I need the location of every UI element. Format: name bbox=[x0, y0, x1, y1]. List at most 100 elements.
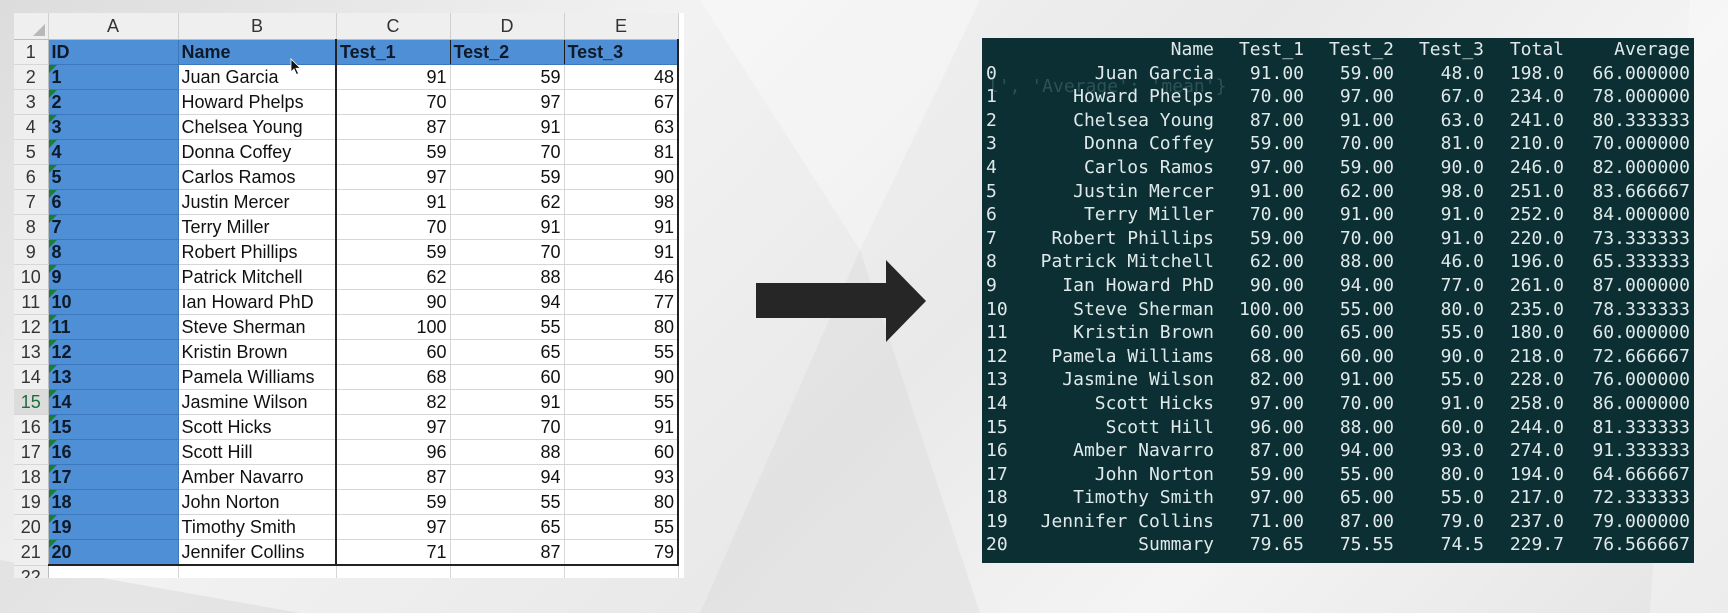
cell[interactable]: 62 bbox=[335, 264, 451, 290]
cell[interactable]: 82 bbox=[335, 389, 451, 415]
header-cell[interactable]: Name bbox=[178, 39, 337, 65]
cell[interactable]: 59 bbox=[450, 164, 565, 190]
cell[interactable]: 4 bbox=[48, 139, 179, 165]
row-number[interactable]: 4 bbox=[14, 114, 49, 140]
column-header-e[interactable]: E bbox=[564, 13, 679, 40]
cell[interactable]: Justin Mercer bbox=[178, 189, 337, 215]
cell[interactable]: 90 bbox=[335, 289, 451, 315]
cell[interactable]: 2 bbox=[48, 89, 179, 115]
cell[interactable]: 55 bbox=[564, 514, 679, 540]
cell[interactable]: Scott Hicks bbox=[178, 414, 337, 440]
cell[interactable]: 97 bbox=[335, 164, 451, 190]
cell[interactable]: Amber Navarro bbox=[178, 464, 337, 490]
cell[interactable]: 15 bbox=[48, 414, 179, 440]
cell[interactable]: 10 bbox=[48, 289, 179, 315]
cell[interactable]: 88 bbox=[450, 264, 565, 290]
cell[interactable]: 5 bbox=[48, 164, 179, 190]
cell[interactable]: Jennifer Collins bbox=[178, 539, 337, 566]
cell[interactable]: 12 bbox=[48, 339, 179, 365]
cell[interactable]: Terry Miller bbox=[178, 214, 337, 240]
cell[interactable]: 59 bbox=[335, 139, 451, 165]
cell[interactable]: Scott Hill bbox=[178, 439, 337, 465]
cell[interactable]: 70 bbox=[450, 139, 565, 165]
cell[interactable]: 91 bbox=[450, 114, 565, 140]
row-number[interactable]: 16 bbox=[14, 414, 49, 440]
cell[interactable]: Pamela Williams bbox=[178, 364, 337, 390]
cell[interactable]: 97 bbox=[335, 414, 451, 440]
cell[interactable]: Juan Garcia bbox=[178, 64, 337, 90]
row-number[interactable]: 6 bbox=[14, 164, 49, 190]
row-number[interactable]: 14 bbox=[14, 364, 49, 390]
cell[interactable]: 80 bbox=[564, 489, 679, 515]
cell[interactable]: 60 bbox=[450, 364, 565, 390]
cell[interactable]: 55 bbox=[564, 389, 679, 415]
header-cell[interactable]: Test_1 bbox=[335, 39, 451, 65]
cell[interactable]: 55 bbox=[450, 489, 565, 515]
cell[interactable]: 65 bbox=[450, 514, 565, 540]
cell[interactable]: 93 bbox=[564, 464, 679, 490]
cell[interactable]: 70 bbox=[450, 239, 565, 265]
cell[interactable]: 48 bbox=[564, 64, 679, 90]
cell[interactable]: Kristin Brown bbox=[178, 339, 337, 365]
cell[interactable]: Howard Phelps bbox=[178, 89, 337, 115]
cell[interactable]: 90 bbox=[564, 164, 679, 190]
row-number[interactable]: 13 bbox=[14, 339, 49, 365]
cell[interactable]: 94 bbox=[450, 289, 565, 315]
cell[interactable]: 65 bbox=[450, 339, 565, 365]
cell[interactable]: 98 bbox=[564, 189, 679, 215]
cell[interactable] bbox=[450, 565, 565, 578]
cell[interactable]: 16 bbox=[48, 439, 179, 465]
cell[interactable]: Timothy Smith bbox=[178, 514, 337, 540]
cell[interactable]: 18 bbox=[48, 489, 179, 515]
row-number[interactable]: 9 bbox=[14, 239, 49, 265]
cell[interactable]: 20 bbox=[48, 539, 179, 566]
cell[interactable]: John Norton bbox=[178, 489, 337, 515]
row-number[interactable]: 17 bbox=[14, 439, 49, 465]
row-number[interactable]: 15 bbox=[14, 389, 49, 415]
header-cell[interactable]: Test_3 bbox=[564, 39, 679, 65]
row-number[interactable]: 5 bbox=[14, 139, 49, 165]
cell[interactable]: 55 bbox=[564, 339, 679, 365]
cell[interactable]: 9 bbox=[48, 264, 179, 290]
cell[interactable]: 59 bbox=[450, 64, 565, 90]
cell[interactable]: 7 bbox=[48, 214, 179, 240]
cell[interactable]: 88 bbox=[450, 439, 565, 465]
cell[interactable]: 97 bbox=[450, 89, 565, 115]
cell[interactable]: Steve Sherman bbox=[178, 314, 337, 340]
cell[interactable]: 62 bbox=[450, 189, 565, 215]
cell[interactable]: 87 bbox=[335, 464, 451, 490]
cell[interactable]: 70 bbox=[335, 89, 451, 115]
row-number[interactable]: 3 bbox=[14, 89, 49, 115]
row-number[interactable]: 2 bbox=[14, 64, 49, 90]
cell[interactable]: 14 bbox=[48, 389, 179, 415]
cell[interactable]: 11 bbox=[48, 314, 179, 340]
cell[interactable]: 79 bbox=[564, 539, 679, 566]
row-number[interactable]: 8 bbox=[14, 214, 49, 240]
header-cell[interactable]: Test_2 bbox=[450, 39, 565, 65]
cell[interactable]: 91 bbox=[335, 64, 451, 90]
cell[interactable]: 91 bbox=[335, 189, 451, 215]
cell[interactable]: 71 bbox=[335, 539, 451, 566]
row-number[interactable]: 18 bbox=[14, 464, 49, 490]
cell[interactable]: 8 bbox=[48, 239, 179, 265]
cell[interactable]: 6 bbox=[48, 189, 179, 215]
cell[interactable]: 46 bbox=[564, 264, 679, 290]
cell[interactable]: 80 bbox=[564, 314, 679, 340]
cell[interactable]: 70 bbox=[335, 214, 451, 240]
row-number[interactable]: 7 bbox=[14, 189, 49, 215]
row-number[interactable]: 1 bbox=[14, 39, 49, 65]
cell[interactable]: 87 bbox=[335, 114, 451, 140]
cell[interactable]: 96 bbox=[335, 439, 451, 465]
cell[interactable]: 87 bbox=[450, 539, 565, 566]
cell[interactable]: 68 bbox=[335, 364, 451, 390]
cell[interactable]: 60 bbox=[564, 439, 679, 465]
cell[interactable]: 97 bbox=[335, 514, 451, 540]
cell[interactable] bbox=[336, 565, 451, 578]
cell[interactable] bbox=[178, 565, 337, 578]
cell[interactable]: Ian Howard PhD bbox=[178, 289, 337, 315]
cell[interactable]: 63 bbox=[564, 114, 679, 140]
cell[interactable]: 91 bbox=[450, 214, 565, 240]
cell[interactable]: Patrick Mitchell bbox=[178, 264, 337, 290]
cell[interactable]: 91 bbox=[564, 239, 679, 265]
